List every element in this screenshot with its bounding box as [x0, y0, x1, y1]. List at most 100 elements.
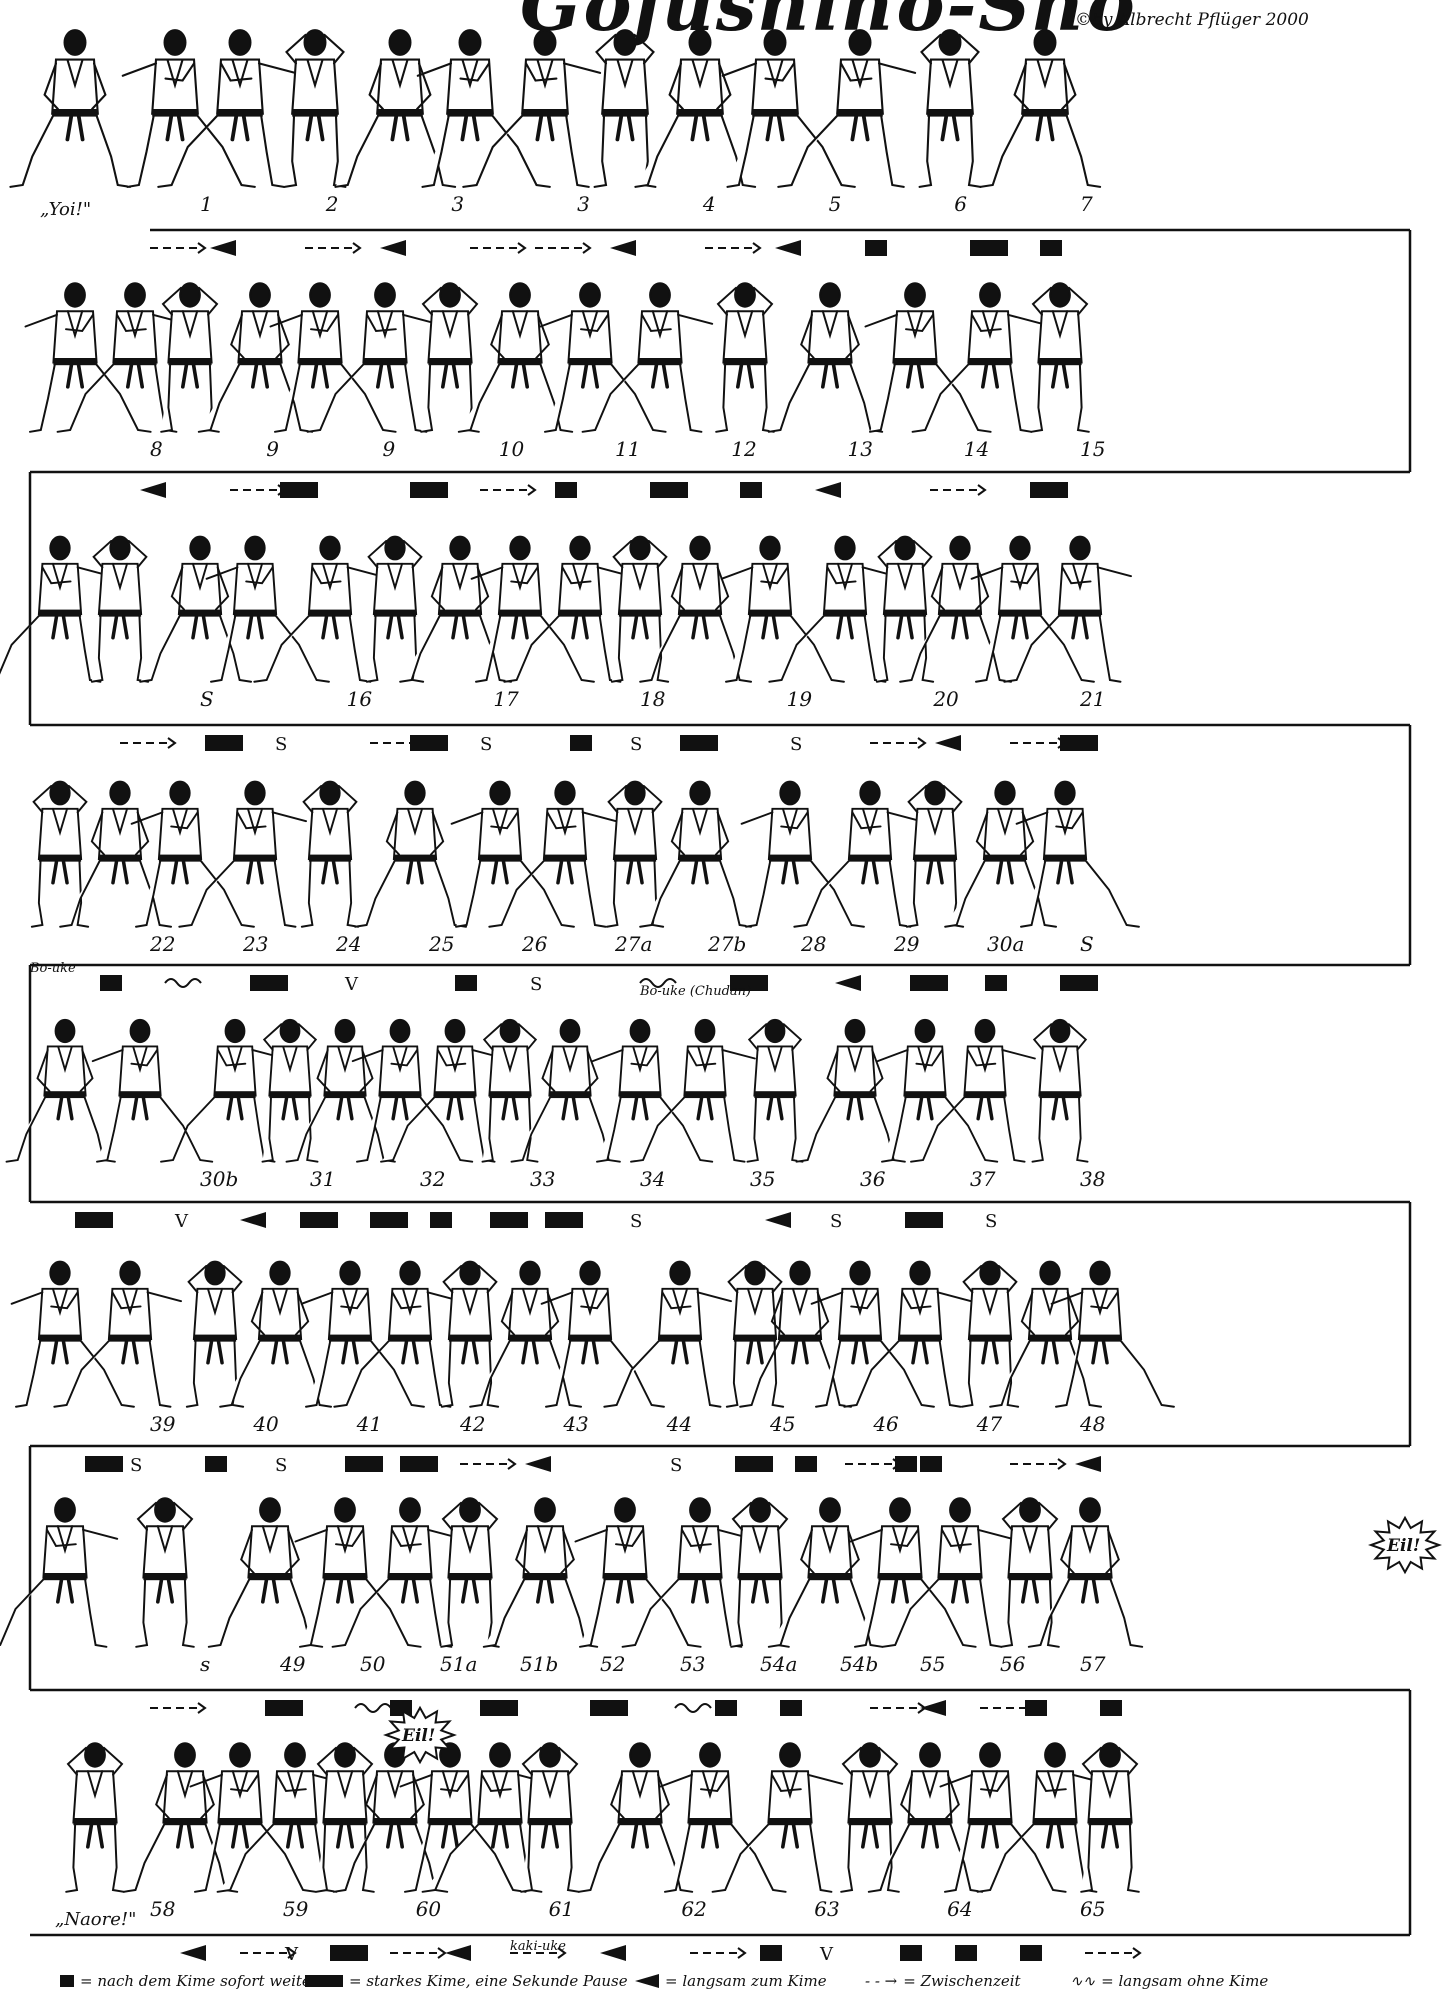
- step-number: 18: [640, 687, 665, 711]
- step-number: 14: [964, 437, 989, 461]
- kiai-burst-57: Eil!: [1371, 1518, 1439, 1572]
- kime-square-marker: [1100, 1700, 1122, 1716]
- bo-uke-note: Bo-uke: [29, 961, 76, 976]
- step-number: 16: [347, 687, 373, 711]
- kata-figure: [32, 782, 88, 927]
- pause-rect-marker: [330, 1945, 368, 1961]
- legend-rect-text: = starkes Kime, eine Sekunde Pause: [349, 1972, 628, 1990]
- step-number: 6: [954, 192, 967, 216]
- step-number: 64: [947, 1897, 972, 1921]
- dashed-arrow-marker: [870, 1703, 925, 1713]
- step-number: 52: [600, 1652, 625, 1676]
- kime-square-marker: [1025, 1700, 1047, 1716]
- pause-rect-marker: [1030, 482, 1068, 498]
- stance-letter: S: [830, 1211, 842, 1232]
- slow-triangle-marker: [525, 1456, 551, 1472]
- kata-figure: [604, 1262, 731, 1407]
- step-number: 33: [530, 1167, 555, 1191]
- kata-figure: [716, 283, 774, 432]
- step-number: 30b: [200, 1167, 238, 1191]
- kime-square-marker: [985, 975, 1007, 991]
- dashed-arrow-marker: [480, 485, 535, 495]
- kime-square-marker: [780, 1700, 802, 1716]
- pause-rect-marker: [75, 1212, 113, 1228]
- step-number: 9: [383, 437, 396, 461]
- kata-figure: [920, 30, 981, 187]
- dashed-arrow-marker: [535, 243, 590, 253]
- kata-figure: [962, 1262, 1018, 1407]
- stance-letter: V: [819, 1944, 834, 1965]
- legend-wave: ∿∿= langsam ohne Kime: [1070, 1972, 1268, 1990]
- stance-letter: S: [530, 974, 542, 995]
- kata-figure: [1032, 1020, 1087, 1162]
- slow-triangle-marker: [210, 240, 236, 256]
- pause-rect-marker: [410, 482, 448, 498]
- step-number: 22: [149, 932, 175, 956]
- kata-figure: [907, 782, 963, 927]
- stance-letter: S: [130, 1455, 142, 1476]
- step-number: 4: [702, 192, 716, 216]
- pause-rect-marker: [345, 1456, 383, 1472]
- step-number: 10: [499, 437, 525, 461]
- kata-figure: [421, 283, 479, 432]
- step-number: 32: [420, 1167, 445, 1191]
- slow-triangle-marker: [380, 240, 406, 256]
- step-number: S: [200, 687, 214, 711]
- step-number: 65: [1080, 1897, 1105, 1921]
- pause-rect-marker: [300, 1212, 338, 1228]
- slow-triangle-marker: [240, 1212, 266, 1228]
- stance-letter: S: [670, 1455, 682, 1476]
- pause-rect-marker: [650, 482, 688, 498]
- dashed-arrow-symbol: - - →: [865, 1972, 897, 1990]
- kata-figure: [640, 782, 751, 927]
- slow-triangle-marker: [180, 1945, 206, 1961]
- start-label: „Yoi!": [40, 199, 91, 220]
- kata-figure: [400, 537, 511, 682]
- kata-figure: [92, 537, 148, 682]
- kata-figure: [1081, 1743, 1139, 1892]
- step-number: 24: [335, 932, 361, 956]
- kata-figure: [723, 30, 855, 187]
- wave-symbol: ∿∿: [1070, 1972, 1095, 1990]
- step-number: 29: [893, 932, 920, 956]
- step-number: 30a: [987, 932, 1024, 956]
- slow-triangle-marker: [600, 1945, 626, 1961]
- pause-rect-marker: [250, 975, 288, 991]
- kata-figure: [595, 30, 656, 187]
- kata-figure: [980, 30, 1100, 187]
- kime-square-marker: [555, 482, 577, 498]
- kime-square-marker: [715, 1700, 737, 1716]
- step-number: 17: [493, 687, 519, 711]
- stance-letter: S: [275, 1455, 287, 1476]
- stance-letter: V: [344, 974, 359, 995]
- slow-triangle-marker: [610, 240, 636, 256]
- kime-square-marker: [1040, 240, 1062, 256]
- step-number: 51a: [440, 1652, 477, 1676]
- kata-figure: [66, 1743, 124, 1892]
- dashed-arrow-marker: [150, 1703, 205, 1713]
- step-number: 56: [1000, 1652, 1026, 1676]
- kata-figure: [302, 782, 358, 927]
- kime-square-marker: [900, 1945, 922, 1961]
- step-number: 9: [266, 437, 279, 461]
- step-number: 61: [549, 1897, 574, 1921]
- pause-rect-marker: [910, 975, 948, 991]
- dashed-arrow-marker: [930, 485, 985, 495]
- kata-figure: [747, 1020, 802, 1162]
- step-number: 8: [150, 437, 163, 461]
- step-number: 7: [1080, 192, 1093, 216]
- pause-rect-marker: [370, 1212, 408, 1228]
- kime-square-marker: [205, 1456, 227, 1472]
- slow-triangle-marker: [445, 1945, 471, 1961]
- step-number: 47: [976, 1412, 1003, 1436]
- step-number: 54a: [760, 1652, 797, 1676]
- step-number: 50: [360, 1652, 386, 1676]
- step-number: 28: [800, 932, 826, 956]
- step-number: 31: [310, 1167, 335, 1191]
- step-number: 19: [787, 687, 813, 711]
- step-number: 1: [200, 192, 213, 216]
- legend-square: = nach dem Kime sofort weiter: [60, 1972, 318, 1990]
- kata-figure: [1001, 1498, 1059, 1647]
- step-number: 34: [640, 1167, 665, 1191]
- step-number: 63: [814, 1897, 839, 1921]
